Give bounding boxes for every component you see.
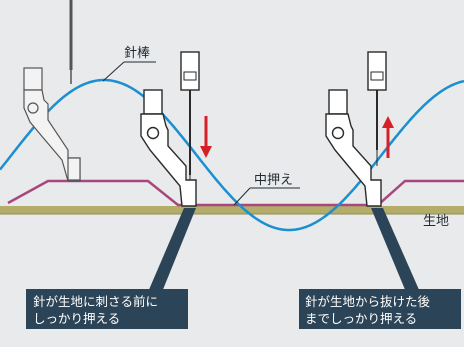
left-presser-foot — [140, 89, 197, 207]
right-needle — [367, 51, 387, 166]
up-arrow — [382, 116, 394, 158]
right-callout-pointer — [371, 208, 420, 292]
presser-foot-path — [7, 179, 464, 207]
right-callout-line1: 針が生地から抜けた後 — [305, 294, 431, 309]
right-presser-foot — [325, 89, 382, 207]
left-callout-line2: しっかり押える — [33, 311, 120, 326]
presser-foot-leader — [233, 187, 251, 206]
left-callout-pointer — [148, 208, 196, 292]
needle-bar-label: 針棒 — [124, 46, 150, 61]
fabric-band — [0, 206, 464, 214]
left-callout-box — [26, 289, 188, 329]
right-callout-line2: までしっかり押える — [305, 311, 417, 326]
background-presser-foot — [23, 67, 81, 182]
down-arrow — [200, 116, 212, 158]
fabric-label: 生地 — [423, 214, 449, 229]
left-callout-line1: 針が生地に刺さる前に — [33, 294, 158, 309]
presser-foot-label: 中押え — [254, 173, 293, 188]
right-callout-box — [299, 289, 461, 329]
needle-bar-leader — [102, 61, 125, 82]
